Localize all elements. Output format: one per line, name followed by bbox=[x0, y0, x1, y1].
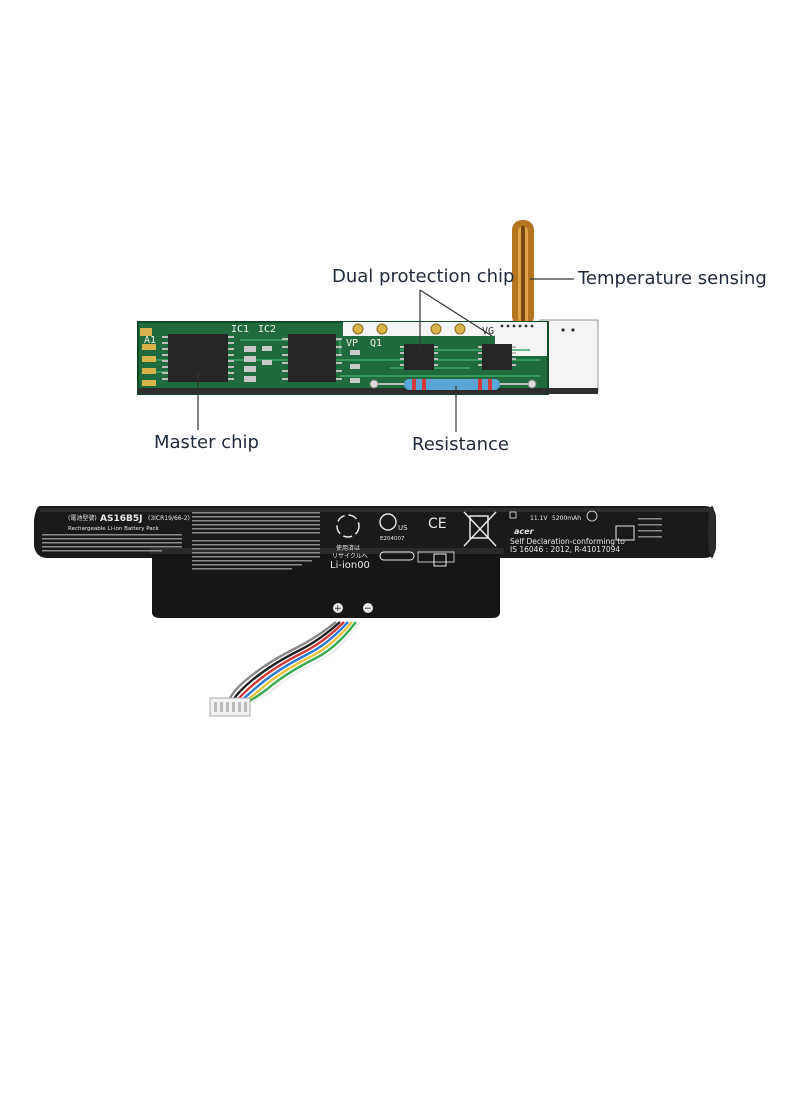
kc-mark-icon bbox=[615, 525, 635, 541]
label-plus: + bbox=[334, 604, 342, 614]
label-standard: IS 16046 : 2012, R-41017094 bbox=[510, 545, 620, 554]
test-pads bbox=[352, 323, 466, 335]
label-li-ion: Li-ion00 bbox=[330, 560, 370, 571]
label-recycle-jp: 使用済は bbox=[336, 544, 360, 552]
flex-strip bbox=[539, 319, 599, 393]
protection-chip-2 bbox=[478, 344, 516, 370]
edge-pads bbox=[140, 328, 156, 386]
label-pack-type: Rechargeable Li-ion Battery Pack bbox=[68, 526, 160, 532]
label-recycle-jp2: リサイクルへ bbox=[332, 553, 368, 560]
label-us-mark: US bbox=[398, 524, 408, 532]
crossed-bin-icon bbox=[463, 511, 497, 547]
wire-connector bbox=[209, 697, 251, 717]
silk-ic1: IC1 bbox=[231, 324, 249, 335]
label-model: AS16B5J bbox=[100, 514, 142, 524]
ic2-chip bbox=[282, 334, 342, 382]
ul-mark-icon bbox=[379, 513, 397, 531]
temperature-sensor-lead bbox=[512, 220, 534, 326]
battery-pack-image: (電池型號) AS16B5J (3ICR19/66-2) Rechargeabl… bbox=[34, 506, 716, 717]
silk-a1: A1 bbox=[144, 335, 156, 346]
sense-resistor bbox=[369, 379, 537, 390]
callout-temperature-sensing: Temperature sensing bbox=[578, 268, 767, 289]
protection-chip-1 bbox=[400, 344, 438, 370]
label-ul-code: E204007 bbox=[380, 536, 405, 542]
positive-terminal-icon bbox=[333, 603, 343, 613]
label-self-declaration: Self Declaration-conforming to bbox=[510, 537, 625, 546]
silk-ic2: IC2 bbox=[258, 324, 276, 335]
pcb-board-image: IC1 IC2 A1 VP Q1 VG bbox=[137, 220, 599, 432]
callout-lines bbox=[197, 278, 574, 432]
qr-icon bbox=[433, 553, 447, 567]
label-model-suffix: (3ICR19/66-2) bbox=[148, 515, 190, 522]
label-model-prefix: (電池型號) bbox=[68, 514, 97, 522]
label-fine-print bbox=[42, 512, 320, 570]
callout-resistance: Resistance bbox=[412, 434, 509, 455]
silk-q1: Q1 bbox=[370, 338, 382, 349]
silk-vp: VP bbox=[346, 338, 358, 349]
label-ce-mark: CE bbox=[428, 516, 447, 532]
connector-dots bbox=[500, 324, 534, 328]
recycle-icon bbox=[336, 514, 360, 538]
negative-terminal-icon bbox=[363, 603, 373, 613]
callout-dual-protection-chip: Dual protection chip bbox=[332, 266, 515, 287]
label-acer: acer bbox=[514, 527, 535, 536]
label-capacity: 5200mAh bbox=[552, 515, 581, 522]
wire-harness bbox=[226, 621, 361, 704]
smd-components bbox=[244, 346, 360, 383]
polarity-icon bbox=[379, 551, 415, 561]
silk-vg: VG bbox=[482, 326, 494, 337]
callout-master-chip: Master chip bbox=[154, 432, 259, 453]
label-voltage: 11.1V bbox=[530, 515, 548, 522]
label-minus: − bbox=[364, 604, 372, 614]
